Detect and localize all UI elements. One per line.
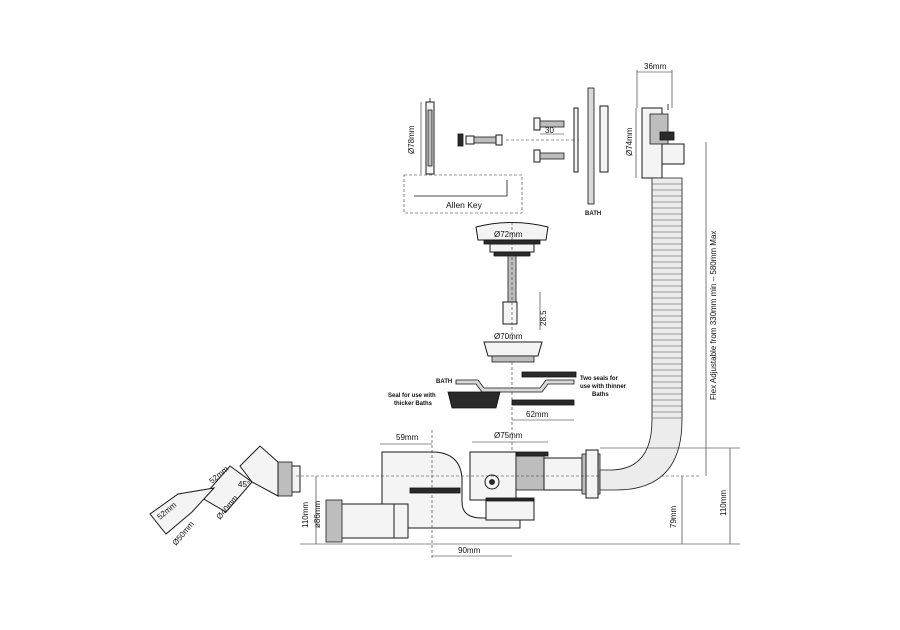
allen-key-box	[403, 174, 523, 214]
label-dia-72: Ø72mm	[494, 230, 523, 239]
label-two-seals-3: Baths	[592, 392, 609, 398]
allen-key-shape	[414, 180, 508, 197]
label-45-deg: 45°	[238, 480, 250, 489]
label-dia-74: Ø74mm	[625, 127, 634, 156]
waste-body	[469, 449, 601, 501]
label-bath-mid: BATH	[436, 379, 452, 385]
label-dia-86: ø86mm	[313, 501, 322, 528]
label-two-seals-2: use with thinner	[580, 384, 627, 390]
label-110mm-left: 110mm	[301, 502, 310, 528]
bolt-lower	[533, 149, 565, 163]
spindle-spring	[502, 301, 518, 325]
overflow-body	[641, 104, 685, 179]
trap-body	[325, 451, 535, 543]
label-flex-adjustable: Flex Adjustable from 330mm min – 580mm M…	[709, 231, 718, 400]
bath-wall-top	[587, 87, 595, 205]
label-seal-thick-1: Seal for use with	[388, 393, 436, 399]
label-59mm: 59mm	[396, 433, 419, 442]
label-79mm: 79mm	[669, 505, 678, 528]
label-allen-key: Allen Key	[446, 200, 483, 210]
label-dia-75: Ø75mm	[494, 431, 523, 440]
label-110mm-right: 110mm	[719, 490, 728, 516]
bolt-upper	[533, 117, 565, 131]
label-28-5: 28.5	[539, 310, 548, 326]
overflow-rose-side	[425, 98, 435, 175]
label-90mm: 90mm	[458, 546, 481, 555]
thin-seal-lower	[511, 399, 575, 406]
label-30: 30	[545, 126, 554, 135]
bath-section	[455, 379, 575, 393]
thin-seal-upper	[521, 371, 577, 378]
plug-flange	[483, 341, 543, 363]
label-62mm: 62mm	[526, 410, 549, 419]
label-36mm: 36mm	[644, 62, 667, 71]
outlet-elbow	[149, 445, 301, 535]
overflow-plate	[573, 105, 609, 173]
label-two-seals-1: Two seals for	[580, 376, 619, 382]
thick-seal	[447, 391, 501, 409]
label-dia-78: Ø78mm	[407, 125, 416, 154]
label-bath-top: BATH	[585, 211, 601, 217]
overflow-screw	[457, 133, 503, 147]
label-seal-thick-2: thicker Baths	[394, 401, 433, 407]
hose-ribs	[652, 183, 682, 419]
label-dia-70: Ø70mm	[494, 332, 523, 341]
